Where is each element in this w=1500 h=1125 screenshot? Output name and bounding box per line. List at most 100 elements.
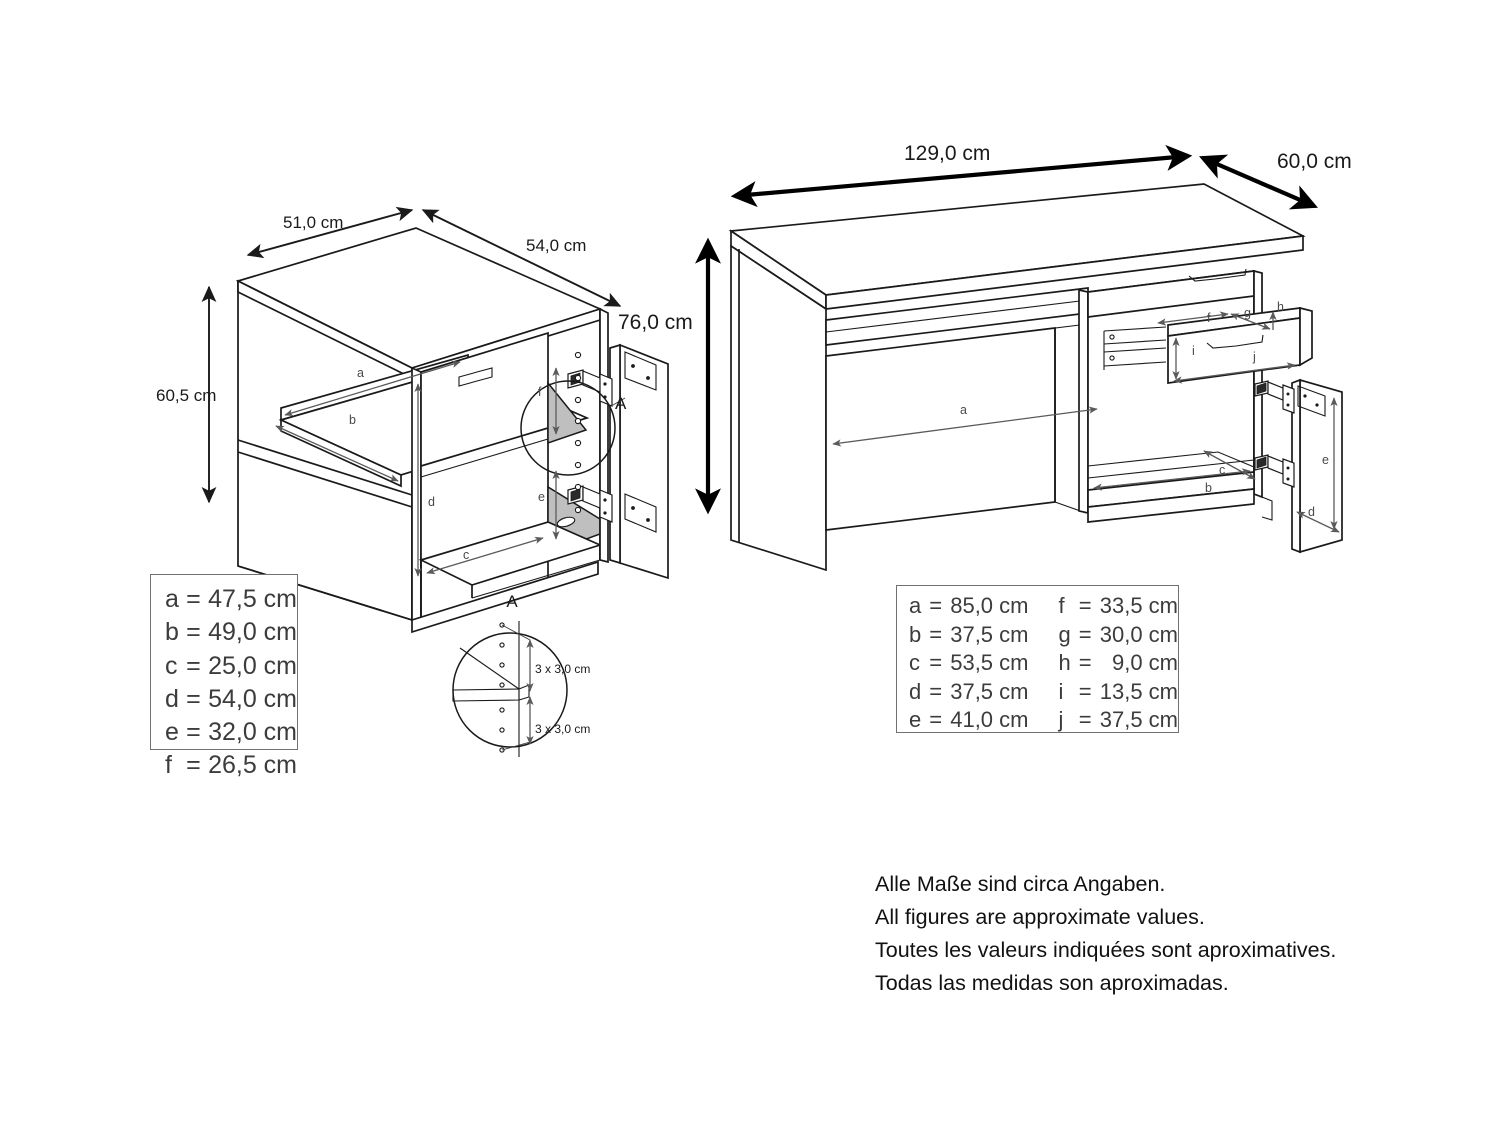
note-line-4: Todas las medidas son aproximadas. xyxy=(875,970,1229,995)
legend-cabinet-row-f-eq: = xyxy=(186,751,201,780)
dim-129-0-cm xyxy=(730,144,1193,208)
part-label-a-right: a xyxy=(960,403,967,417)
legend-cabinet-row-d-eq: = xyxy=(186,684,201,713)
detail-A-annotation-upper: 3 x 3,0 cm xyxy=(535,662,590,676)
legend-desk-eq-c: = xyxy=(929,650,943,676)
desk-back-panel xyxy=(825,327,1056,531)
dim-51-0-cm xyxy=(246,206,414,259)
approximate-values-notes: Alle Maße sind circa Angaben. All figures… xyxy=(875,868,1336,1000)
cabinet-center-divider-edge xyxy=(411,366,422,624)
detail-ref-A-label: A xyxy=(615,394,627,413)
desk-top-front-edge xyxy=(825,235,1304,310)
dim-60-0-cm xyxy=(1199,154,1318,210)
legend-cabinet-row-b-key: b xyxy=(165,618,179,647)
legend-cabinet-row-a-key: a xyxy=(165,585,179,613)
legend-cabinet-row-a-value: 47,5 cm xyxy=(208,585,297,613)
part-label-f-right: f xyxy=(1207,311,1211,325)
note-line-3: Toutes les valeurs indiquées sont aproxi… xyxy=(875,937,1337,962)
part-label-j-right: j xyxy=(1252,350,1256,364)
legend-desk-key-j: j xyxy=(1058,707,1064,733)
note-line-2: All figures are approximate values. xyxy=(875,904,1205,929)
desk-pedestal-left-wall xyxy=(1078,288,1089,515)
legend-cabinet-row-f-key: f xyxy=(165,751,172,780)
dim-54-0-cm xyxy=(421,209,622,307)
legend-cabinet-row-c-eq: = xyxy=(186,651,201,680)
legend-cabinet-row-d-key: d xyxy=(165,684,179,713)
legend-desk-key-c: c xyxy=(909,650,920,676)
legend-desk-eq-d: = xyxy=(929,678,943,704)
legend-cabinet-row-d-value: 54,0 cm xyxy=(208,684,297,713)
legend-desk-eq-g: = xyxy=(1078,621,1092,647)
part-label-c-left: c xyxy=(463,548,469,562)
legend-desk-gap-c xyxy=(1033,649,1053,678)
legend-cabinet-row-c-key: c xyxy=(165,651,178,680)
cabinet-hinge-lower xyxy=(567,485,613,523)
legend-cabinet-row-c-value: 25,0 cm xyxy=(208,651,297,680)
legend-desk-eq-a: = xyxy=(929,593,943,618)
legend-desk-value-i: 13,5 cm xyxy=(1099,678,1178,704)
part-label-e-left: e xyxy=(538,490,545,504)
cabinet-door-panel xyxy=(619,343,669,580)
part-label-c-right: c xyxy=(1219,463,1225,477)
cabinet-plinth xyxy=(411,560,599,634)
legend-desk-value-j: 37,5 cm xyxy=(1099,707,1178,733)
dim-label-54-0-cm: 54,0 cm xyxy=(526,236,586,255)
desk-hinge-upper xyxy=(1254,380,1295,414)
detail-marker-circle-A xyxy=(520,380,616,476)
cabinet-right-side-edge xyxy=(599,307,609,564)
legend-desk-value-e: 41,0 cm xyxy=(950,707,1029,733)
dim-label-51-0-cm: 51,0 cm xyxy=(283,213,343,232)
part-label-d-left: d xyxy=(428,495,435,509)
legend-desk-key-i: i xyxy=(1058,678,1064,704)
part-label-a-left: a xyxy=(357,366,364,380)
part-label-e-right: e xyxy=(1322,453,1329,467)
dim-label-76-0-cm: 76,0 cm xyxy=(618,311,693,334)
detail-A-group xyxy=(452,621,568,757)
dim-label-60-0-cm: 60,0 cm xyxy=(1277,150,1352,173)
desk-door-panel xyxy=(1299,378,1343,554)
part-label-i-right: i xyxy=(1192,344,1195,358)
legend-desk-key-f: f xyxy=(1058,593,1065,618)
legend-desk-key-b: b xyxy=(909,621,922,647)
legend-cabinet-row-f-value: 26,5 cm xyxy=(208,751,297,780)
legend-desk-gap-b xyxy=(1033,621,1053,650)
legend-desk-key-a: a xyxy=(909,593,922,618)
legend-desk-value-d: 37,5 cm xyxy=(950,678,1029,704)
dim-label-60-5-cm: 60,5 cm xyxy=(156,386,216,405)
legend-cabinet-row-a-eq: = xyxy=(186,585,201,613)
legend-desk-gap-a xyxy=(1033,592,1053,621)
legend-cabinet-row-b-eq: = xyxy=(186,618,201,647)
part-label-f-left: f xyxy=(538,385,542,399)
part-label-b-right: b xyxy=(1205,481,1212,495)
part-label-d-right: d xyxy=(1308,505,1315,519)
desk-door-edge xyxy=(1291,378,1301,554)
detail-A-annotation-lower: 3 x 3,0 cm xyxy=(535,722,590,736)
legend-desk-key-h: h xyxy=(1058,650,1071,676)
legend-desk-eq-h: = xyxy=(1078,650,1092,676)
legend-desk-value-g: 30,0 cm xyxy=(1099,621,1178,647)
legend-desk-eq-f: = xyxy=(1078,593,1092,618)
legend-desk-gap-d xyxy=(1033,678,1053,707)
part-label-b-left: b xyxy=(349,413,356,427)
note-line-1: Alle Maße sind circa Angaben. xyxy=(875,872,1166,896)
legend-desk-key-e: e xyxy=(909,707,922,733)
dim-label-129-0-cm: 129,0 cm xyxy=(904,142,990,165)
legend-desk-eq-b: = xyxy=(929,621,943,647)
legend-cabinet-row-e-eq: = xyxy=(186,718,201,746)
desk-hinge-lower xyxy=(1254,454,1295,488)
cabinet-door-edge xyxy=(609,343,621,565)
legend-desk-eq-i: = xyxy=(1078,678,1092,704)
drawer-right-side xyxy=(1299,306,1313,367)
legend-desk-value-h: 9,0 cm xyxy=(1105,650,1178,676)
left-cabinet-drawing xyxy=(201,206,669,634)
legend-desk-value-c: 53,5 cm xyxy=(950,650,1029,676)
legend-desk-value-a: 85,0 cm xyxy=(950,593,1029,618)
legend-cabinet-row-b-value: 49,0 cm xyxy=(208,618,297,647)
legend-desk-value-f: 33,5 cm xyxy=(1099,593,1178,618)
detail-A-title: A xyxy=(506,592,518,611)
